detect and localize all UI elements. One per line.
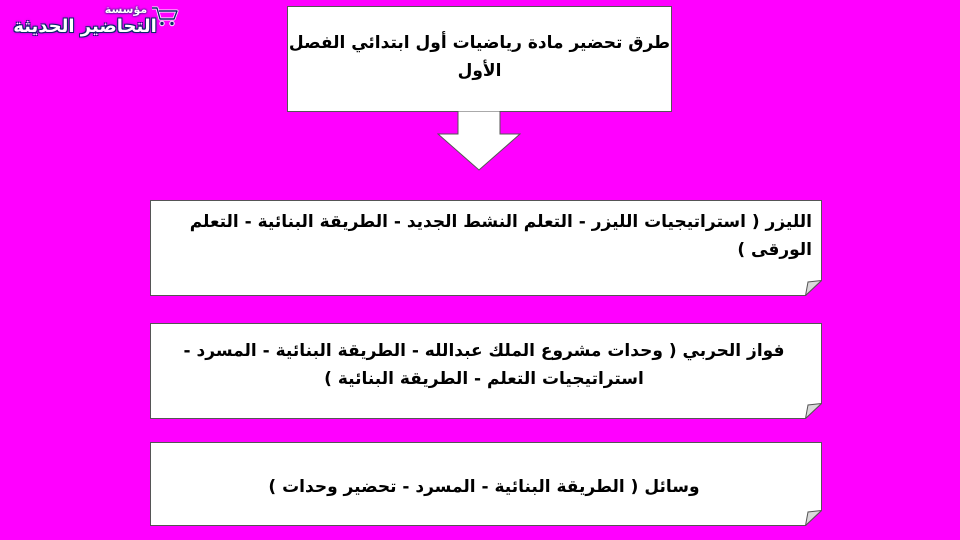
note-box-tools: وسائل ( الطريقة البنائية - المسرد - تحضي… bbox=[150, 442, 822, 526]
note-text: وسائل ( الطريقة البنائية - المسرد - تحضي… bbox=[268, 477, 700, 497]
page-title: طرق تحضير مادة رياضيات أول ابتدائي الفصل… bbox=[288, 33, 671, 81]
note-box-laser: الليزر ( استراتيجيات الليزر - التعلم الن… bbox=[150, 200, 822, 296]
note-shape bbox=[150, 323, 822, 419]
logo: مؤسسة التحاضير الحديثة bbox=[0, 0, 182, 46]
down-arrow-icon bbox=[437, 111, 521, 171]
note-shape bbox=[150, 442, 822, 526]
logo-title: التحاضير الحديثة bbox=[13, 16, 157, 37]
note-shape bbox=[150, 200, 822, 296]
logo-subtitle: مؤسسة bbox=[104, 3, 148, 16]
title-box: طرق تحضير مادة رياضيات أول ابتدائي الفصل… bbox=[287, 6, 672, 112]
note-text: الليزر ( استراتيجيات الليزر - التعلم الن… bbox=[189, 212, 812, 260]
note-box-fawaz: فواز الحربي ( وحدات مشروع الملك عبدالله … bbox=[150, 323, 822, 419]
note-text: فواز الحربي ( وحدات مشروع الملك عبدالله … bbox=[183, 341, 785, 389]
cart-icon bbox=[152, 6, 179, 27]
